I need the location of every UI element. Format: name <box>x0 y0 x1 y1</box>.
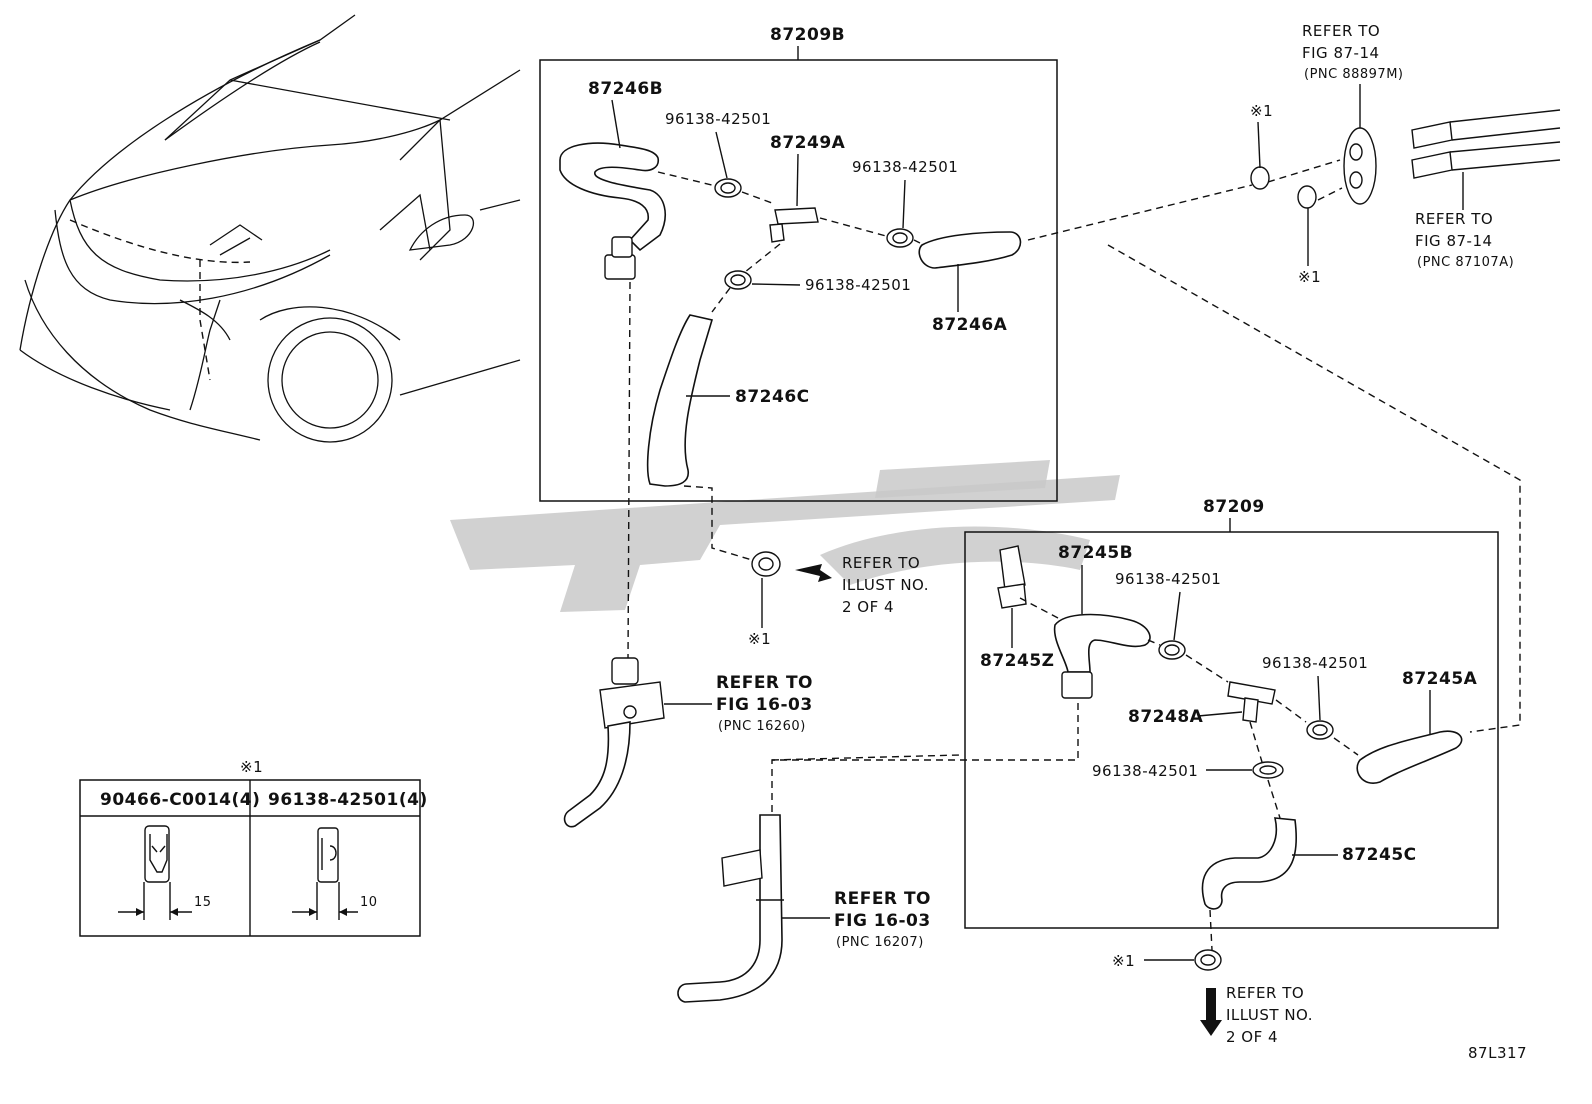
joint-87249a <box>769 207 819 243</box>
label-clamp-6: 96138-42501 <box>1092 762 1198 780</box>
legend-title: ※1 <box>240 758 263 776</box>
ref-text-line: ILLUST NO. <box>1226 1006 1313 1024</box>
ref-text-line: FIG 16-03 <box>834 911 931 931</box>
clip-mid <box>751 551 781 577</box>
clip-bottom <box>1194 949 1222 971</box>
label-87249a: 87249A <box>770 133 846 153</box>
grommet-part <box>1343 127 1377 205</box>
ref-fig-16-03-a: REFER TO FIG 16-03 (PNC 16260) <box>716 673 813 734</box>
water-valve <box>563 657 665 828</box>
diagram-code: 87L317 <box>1468 1044 1527 1062</box>
pipe-ends <box>1411 109 1561 179</box>
hose-87246c <box>646 314 714 487</box>
hose-87246b <box>559 142 666 280</box>
label-87246b: 87246B <box>588 79 663 99</box>
ref-fig-87-14-top: REFER TO FIG 87-14 (PNC 88897M) <box>1302 22 1404 82</box>
ref-text-line: (PNC 87107A) <box>1417 255 1514 270</box>
vehicle-illustration <box>19 14 521 443</box>
ref-text-line: REFER TO <box>1302 22 1380 40</box>
label-clamp-3: 96138-42501 <box>805 276 911 294</box>
part-87245z <box>997 545 1027 609</box>
clamp-upper-3 <box>724 270 752 290</box>
clamp-96138-icon <box>292 827 358 920</box>
label-clamp-1: 96138-42501 <box>665 110 771 128</box>
clamp-upper-1 <box>714 178 742 198</box>
label-87246c: 87246C <box>735 387 810 407</box>
ref-text-line: REFER TO <box>1415 210 1493 228</box>
arrow-down-icon <box>1200 988 1222 1036</box>
joint-87248a <box>1227 681 1276 723</box>
ref-text-line: FIG 87-14 <box>1415 232 1493 250</box>
ref-fig-16-03-b: REFER TO FIG 16-03 (PNC 16207) <box>834 889 931 950</box>
ref-text-line: REFER TO <box>716 673 813 693</box>
clamp-lower-1 <box>1158 640 1186 660</box>
ref-fig-87-14-side: REFER TO FIG 87-14 (PNC 87107A) <box>1415 210 1514 270</box>
ref-illust-2of4-a: REFER TO ILLUST NO. 2 OF 4 <box>842 554 929 616</box>
mark-1-b: ※1 <box>1298 268 1321 286</box>
ref-illust-2of4-b: REFER TO ILLUST NO. 2 OF 4 <box>1226 984 1313 1046</box>
legend-dim-1: 15 <box>194 895 212 910</box>
clip-90466-icon <box>118 825 192 920</box>
clamp-lower-3 <box>1252 761 1284 779</box>
legend-col2-header: 96138-42501(4) <box>268 790 428 810</box>
ref-text-line: (PNC 88897M) <box>1304 67 1404 82</box>
mark-1-c: ※1 <box>748 630 771 648</box>
legend-table: 90466-C0014(4) 96138-42501(4) 15 10 <box>79 779 428 937</box>
legend-dim-2: 10 <box>360 895 378 910</box>
label-87245c: 87245C <box>1342 845 1417 865</box>
hose-87246a <box>918 231 1022 269</box>
lower-pipe <box>677 814 784 1003</box>
ref-text-line: (PNC 16207) <box>836 935 924 950</box>
clip-top-a <box>1250 166 1270 190</box>
ref-text-line: FIG 16-03 <box>716 695 813 715</box>
mark-1-a: ※1 <box>1250 102 1273 120</box>
label-clamp-5: 96138-42501 <box>1262 654 1368 672</box>
ref-text-line: FIG 87-14 <box>1302 44 1380 62</box>
label-87248a: 87248A <box>1128 707 1204 727</box>
label-87245z: 87245Z <box>980 651 1054 671</box>
mark-1-d: ※1 <box>1112 952 1135 970</box>
label-clamp-4: 96138-42501 <box>1115 570 1221 588</box>
ref-text-line: (PNC 16260) <box>718 719 806 734</box>
assembly-box-87209b <box>539 59 1058 502</box>
legend-col1-header: 90466-C0014(4) <box>100 790 260 810</box>
ref-text-line: REFER TO <box>842 554 920 572</box>
label-87209b: 87209B <box>770 25 845 45</box>
ref-text-line: REFER TO <box>1226 984 1304 1002</box>
label-87246a: 87246A <box>932 315 1008 335</box>
label-87245b: 87245B <box>1058 543 1133 563</box>
clamp-lower-2 <box>1306 720 1334 740</box>
hose-87245a <box>1356 730 1463 784</box>
label-clamp-2: 96138-42501 <box>852 158 958 176</box>
label-87245a: 87245A <box>1402 669 1478 689</box>
ref-text-line: REFER TO <box>834 889 931 909</box>
arrow-icon <box>795 564 832 582</box>
hose-87245b <box>1053 613 1151 699</box>
ref-text-line: ILLUST NO. <box>842 576 929 594</box>
label-87209: 87209 <box>1203 497 1265 517</box>
clamp-upper-2 <box>886 228 914 248</box>
ref-text-line: 2 OF 4 <box>1226 1028 1278 1046</box>
assembly-box-87209 <box>964 531 1499 929</box>
ref-text-line: 2 OF 4 <box>842 598 894 616</box>
clip-top-b <box>1297 185 1317 209</box>
hose-87245c <box>1201 817 1297 910</box>
watermark-logo <box>450 460 1120 612</box>
